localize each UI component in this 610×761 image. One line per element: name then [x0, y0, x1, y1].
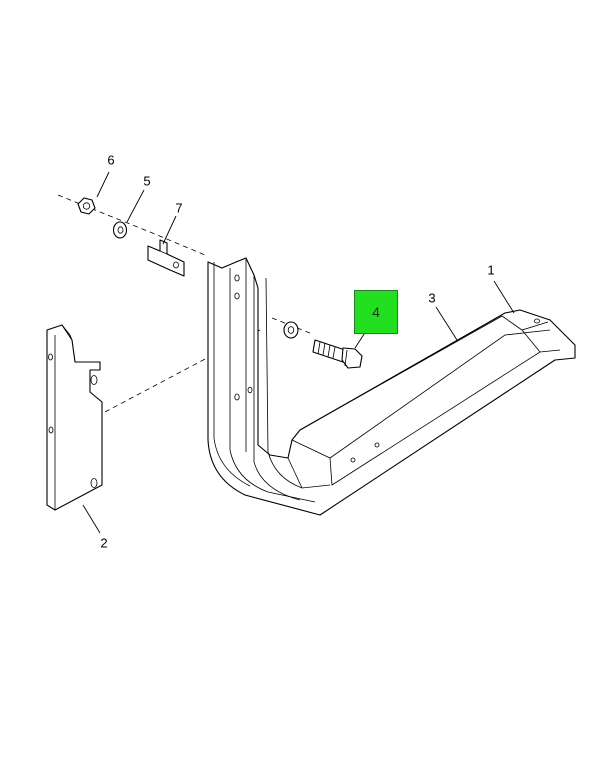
- leader-3: [435, 306, 458, 341]
- callout-1[interactable]: 1: [487, 262, 495, 278]
- step-assembly-part-3[interactable]: [207, 257, 576, 516]
- leader-2: [82, 504, 101, 534]
- callout-4-highlighted[interactable]: 4: [354, 290, 398, 334]
- nut-part-6[interactable]: [77, 197, 96, 215]
- callout-6[interactable]: 6: [107, 152, 115, 168]
- leader-7: [162, 215, 177, 245]
- washer-part-5[interactable]: [112, 221, 128, 239]
- callout-5[interactable]: 5: [143, 173, 151, 189]
- clip-bracket-part-7[interactable]: [147, 239, 185, 277]
- callout-7[interactable]: 7: [175, 200, 183, 216]
- leader-5: [126, 189, 145, 223]
- leader-6: [96, 171, 110, 198]
- callout-3[interactable]: 3: [428, 290, 436, 306]
- bracket-plate-part-2[interactable]: [46, 324, 103, 511]
- callout-2[interactable]: 2: [100, 535, 108, 551]
- bolt-part-4[interactable]: [283, 321, 363, 369]
- leader-1: [493, 280, 515, 314]
